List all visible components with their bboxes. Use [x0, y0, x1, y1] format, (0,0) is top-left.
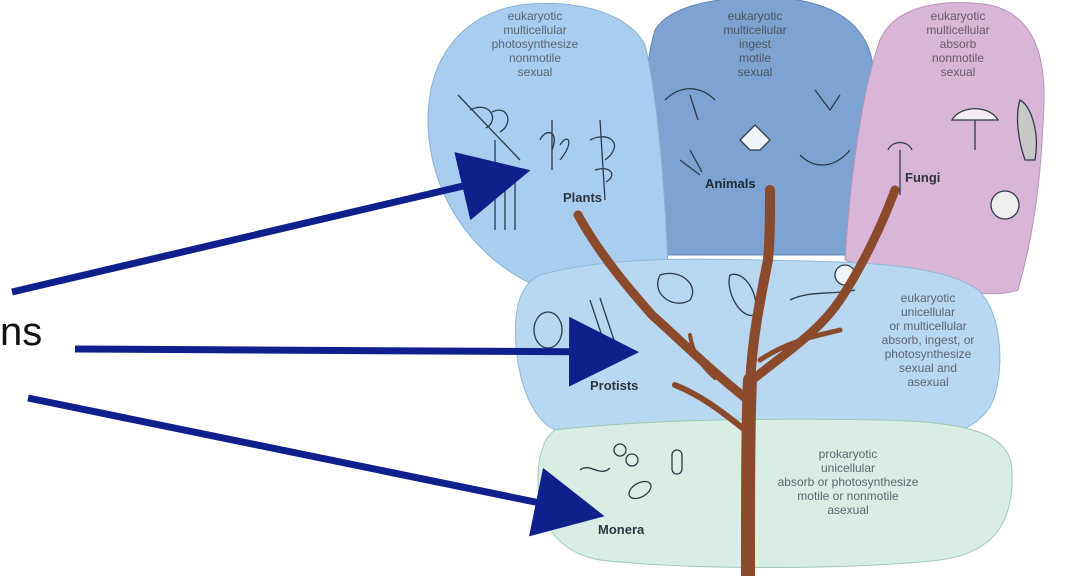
plants-name: Plants	[563, 190, 602, 205]
monera-trait-line: prokaryotic	[819, 447, 878, 461]
protists-trait-line: absorb, ingest, or	[882, 333, 975, 347]
monera-trait-line: asexual	[827, 503, 868, 517]
protists-trait-line: eukaryotic	[901, 291, 956, 305]
protists-trait-line: sexual and	[899, 361, 957, 375]
fungi-trait-line: nonmotile	[932, 51, 984, 65]
protists-trait-line: asexual	[907, 375, 948, 389]
monera-trait-line: unicellular	[821, 461, 875, 475]
plants-trait-line: sexual	[518, 65, 553, 79]
animals-trait-line: eukaryotic	[728, 9, 783, 23]
fungi-trait-line: sexual	[941, 65, 976, 79]
monera-trait-line: motile or nonmotile	[797, 489, 899, 503]
arrow-to-plants	[12, 175, 510, 292]
plants-trait-line: nonmotile	[509, 51, 561, 65]
protists-trait-line: photosynthesize	[885, 347, 972, 361]
animals-trait-line: multicellular	[723, 23, 786, 37]
fungi-trait-line: multicellular	[926, 23, 989, 37]
arrow-to-monera	[28, 398, 584, 512]
animals-trait-line: motile	[739, 51, 771, 65]
protists-trait-line: unicellular	[901, 305, 955, 319]
protists-trait-line: or multicellular	[889, 319, 966, 333]
fungi-trait-line: absorb	[940, 37, 977, 51]
monera-name: Monera	[598, 522, 645, 537]
animals-trait-line: sexual	[738, 65, 773, 79]
fungi-name: Fungi	[905, 170, 940, 185]
monera-trait-line: absorb or photosynthesize	[778, 475, 919, 489]
plants-trait-line: eukaryotic	[508, 9, 563, 23]
monera-lobe	[538, 419, 1012, 567]
protists-name: Protists	[590, 378, 638, 393]
fungi-trait-line: eukaryotic	[931, 9, 986, 23]
plants-trait-line: photosynthesize	[492, 37, 579, 51]
arrow-to-protists	[75, 349, 618, 352]
plants-trait-line: multicellular	[503, 23, 566, 37]
animals-trait-line: ingest	[739, 37, 772, 51]
animals-name: Animals	[705, 176, 756, 191]
